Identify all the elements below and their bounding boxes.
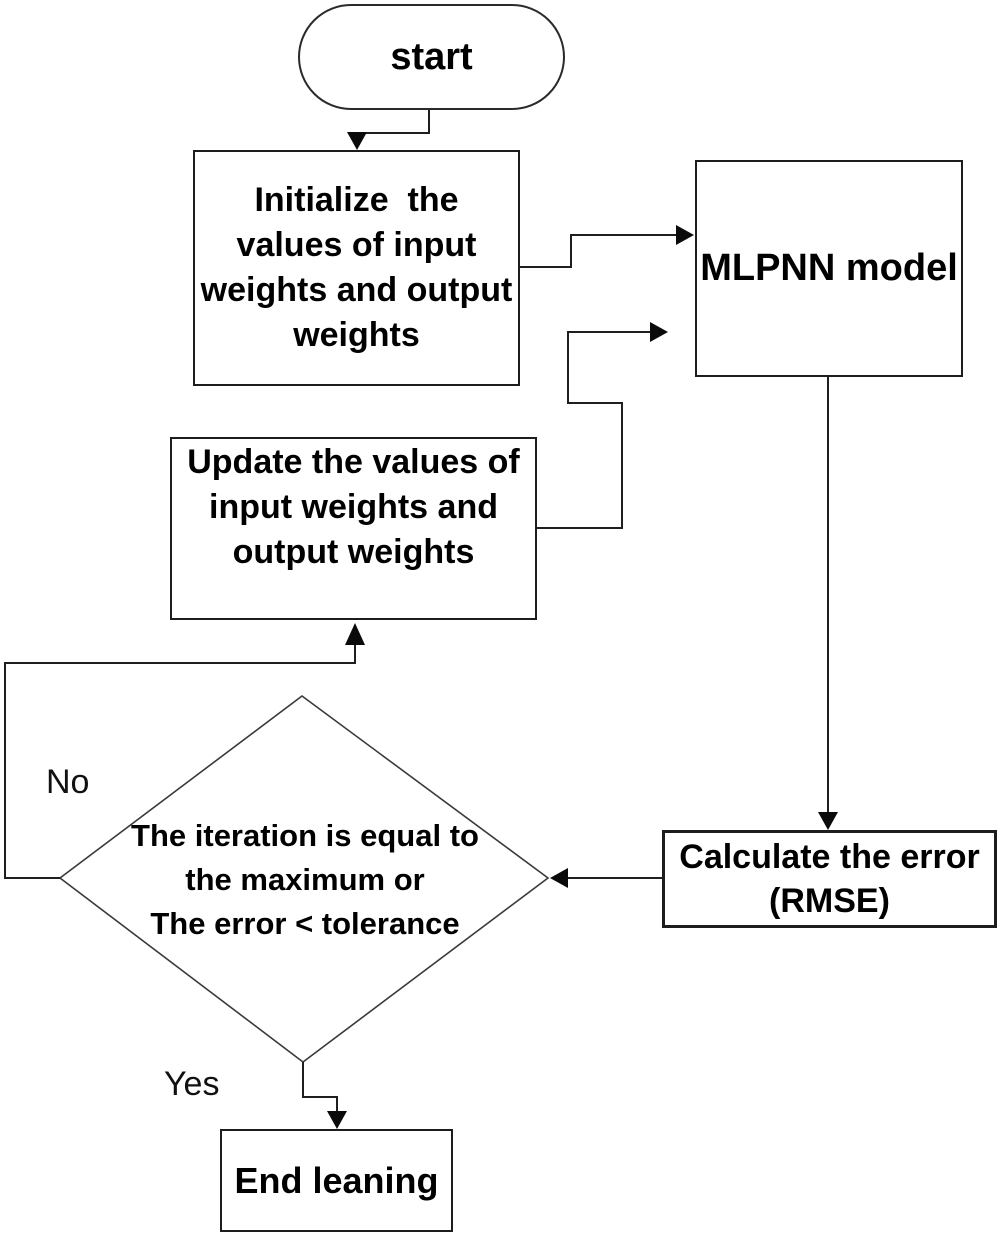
edge-decision-yes-to-end [302,1062,338,1113]
start-label: start [390,35,473,78]
arrowhead-into-calculate [818,812,838,830]
initialize-line-3: weights and output [200,271,513,309]
decision-node: The iteration is equal to the maximum or… [80,805,530,955]
edge-update-to-mlpnn [537,331,652,529]
calculate-line-2: (RMSE) [769,882,890,920]
mlpnn-label: MLPNN model [700,247,958,289]
update-weights-node: Update the values of input weights and o… [170,437,537,620]
initialize-line-1: Initialize the [254,181,459,219]
start-node: start [298,4,565,110]
calculate-line-1: Calculate the error [679,838,980,876]
no-branch-label: No [46,763,90,801]
update-line-3: output weights [232,533,475,571]
arrowhead-into-mlpnn-lower [650,322,668,342]
end-label: End leaning [234,1159,439,1201]
calculate-error-node: Calculate the error (RMSE) [662,830,997,928]
mlpnn-model-node: MLPNN model [695,160,963,377]
initialize-line-4: weights [293,316,420,354]
initialize-weights-node: Initialize the values of input weights a… [193,150,520,386]
arrowhead-into-decision [550,868,568,888]
arrowhead-into-mlpnn-upper [676,225,694,245]
initialize-line-2: values of input [236,226,477,264]
update-line-1: Update the values of [187,443,520,481]
end-learning-node: End leaning [220,1129,453,1232]
update-line-2: input weights and [209,488,498,526]
edge-start-to-initialize [357,110,430,134]
decision-line-3: The error < tolerance [150,906,460,941]
edge-decision-no-to-update [4,644,356,879]
arrowhead-into-update [345,623,365,645]
decision-line-1: The iteration is equal to [131,818,479,853]
arrowhead-into-initialize [347,132,367,150]
edge-initialize-to-mlpnn [520,234,678,268]
arrowhead-into-end [327,1111,347,1129]
decision-line-2: the maximum or [185,862,425,897]
yes-branch-label: Yes [164,1065,220,1103]
